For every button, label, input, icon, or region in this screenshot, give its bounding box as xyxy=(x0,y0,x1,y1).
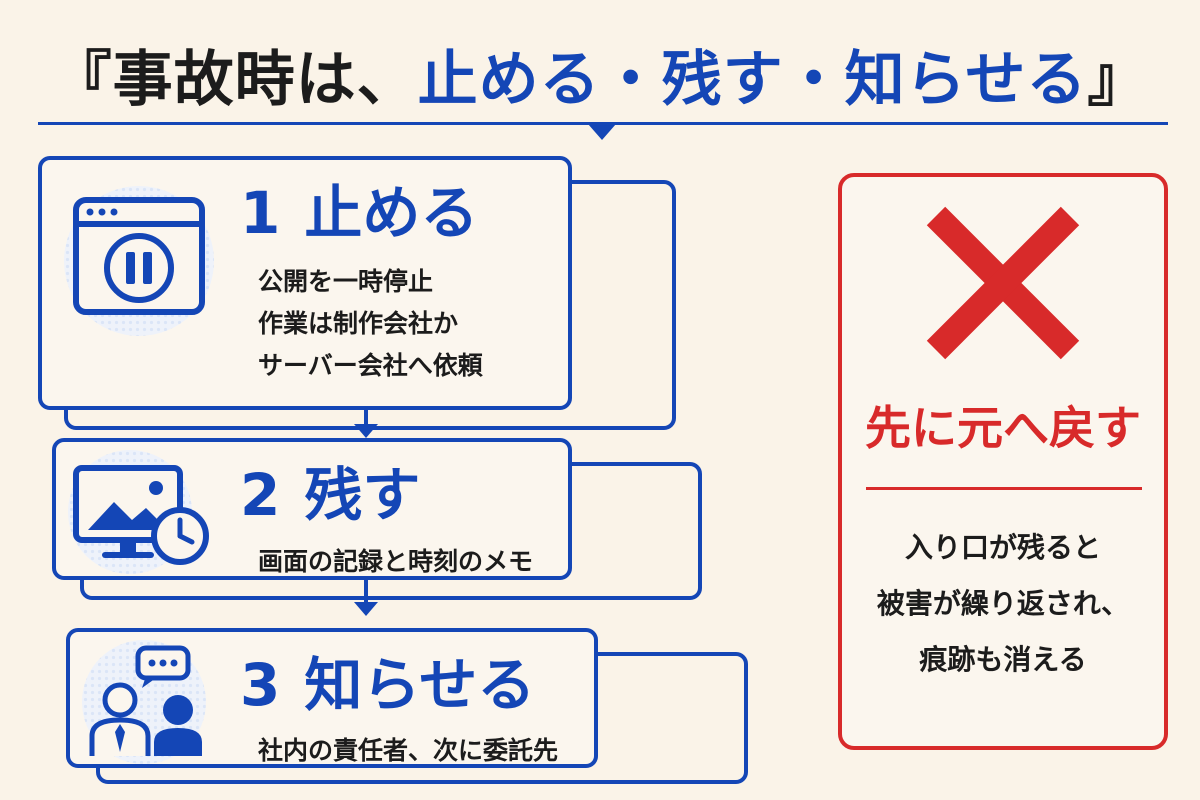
browser-pause-icon xyxy=(73,197,205,315)
step-3-line-1: 社内の責任者、次に委託先 xyxy=(258,736,559,765)
step-1-line-1: 公開を一時停止 xyxy=(258,267,434,296)
step-1-label: 止める xyxy=(304,179,479,247)
step-3-number: 3 xyxy=(240,651,281,719)
step-2-line-1: 画面の記録と時刻のメモ xyxy=(258,547,534,576)
warning-title: 先に元へ戻す xyxy=(865,401,1141,455)
title-pointer-icon xyxy=(588,124,616,140)
warning-line-1: 入り口が残ると xyxy=(904,531,1101,564)
title-lead: 事故時は、 xyxy=(112,45,418,115)
arrow-down-icon xyxy=(354,424,378,438)
step-1-heading: 1 止める xyxy=(240,178,478,248)
step-1-line-3: サーバー会社へ依頼 xyxy=(258,351,483,380)
arrow-down-icon xyxy=(354,602,378,616)
title-close-bracket: 』 xyxy=(1087,45,1149,115)
title-divider xyxy=(38,122,1168,125)
arrow-2-to-3-stem xyxy=(364,580,368,604)
step-2-number: 2 xyxy=(240,461,281,529)
people-chat-icon xyxy=(89,645,202,756)
warning-divider xyxy=(866,487,1142,490)
step-2-description: 画面の記録と時刻のメモ xyxy=(258,541,533,583)
step-3-heading: 3 知らせる xyxy=(240,650,535,720)
step-1-description: 公開を一時停止 作業は制作会社か サーバー会社へ依頼 xyxy=(258,261,483,387)
step-1-line-2: 作業は制作会社か xyxy=(258,309,459,338)
title-open-bracket: 『 xyxy=(51,45,113,115)
warning-line-3: 痕跡も消える xyxy=(919,643,1087,676)
step-3-label: 知らせる xyxy=(304,651,536,719)
cross-mark-icon xyxy=(926,206,1080,360)
warning-line-2: 被害が繰り返され、 xyxy=(876,587,1130,620)
page-title: 『事故時は、止める・残す・知らせる』 xyxy=(0,30,1200,130)
step-3-description: 社内の責任者、次に委託先 xyxy=(258,730,558,772)
step-2-heading: 2 残す xyxy=(240,460,420,530)
step-2-label: 残す xyxy=(304,461,421,529)
step-1-number: 1 xyxy=(240,179,281,247)
arrow-1-to-2-stem xyxy=(364,410,368,426)
warning-description: 入り口が残ると 被害が繰り返され、 痕跡も消える xyxy=(838,520,1168,688)
title-highlight: 止める・残す・知らせる xyxy=(417,45,1088,115)
monitor-clock-icon xyxy=(73,465,209,565)
